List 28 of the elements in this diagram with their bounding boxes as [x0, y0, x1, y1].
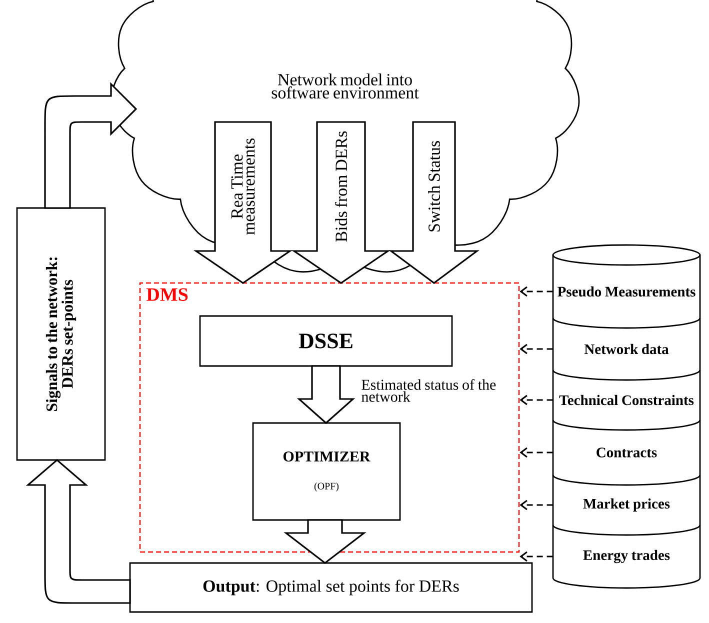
- block-arrow: [193, 121, 293, 284]
- signal-box: Signals to the network: DERs set-points: [16, 207, 106, 461]
- database-segment: Pseudo Measurements: [552, 244, 701, 329]
- edge-label: Rea Time measurements: [231, 138, 255, 235]
- node-label: Pseudo Measurements: [558, 286, 696, 297]
- block-arrow: [296, 365, 356, 424]
- process-box: OPTIMIZER (OPF): [252, 422, 401, 521]
- dashed-arrow: [520, 286, 553, 297]
- database-segment: Contracts: [552, 420, 701, 486]
- database-segment: Technical Constraints: [552, 370, 701, 431]
- dashed-arrow: [520, 344, 553, 354]
- block-arrow: [388, 121, 480, 284]
- dashed-arrow: [520, 500, 553, 510]
- process-box: Output: Optimal set points for DERs: [129, 562, 533, 613]
- edge-label: Estimated status of the network: [362, 379, 496, 402]
- block-arrow: [291, 121, 391, 284]
- block-arrow: [284, 519, 366, 564]
- database-segment: Energy trades: [552, 525, 701, 589]
- database-segment: Network data: [552, 318, 701, 381]
- dashed-arrow: [520, 394, 553, 406]
- edge-label: Switch Status: [428, 141, 440, 232]
- database-segment: Market prices: [552, 475, 701, 536]
- curved-block-arrow: [44, 83, 137, 209]
- curved-block-arrow: [27, 459, 131, 604]
- dashed-arrow: [520, 551, 553, 562]
- edge-label: Bids from DERs: [334, 131, 348, 242]
- dashed-arrow: [520, 447, 553, 458]
- process-box: DSSE: [199, 315, 453, 367]
